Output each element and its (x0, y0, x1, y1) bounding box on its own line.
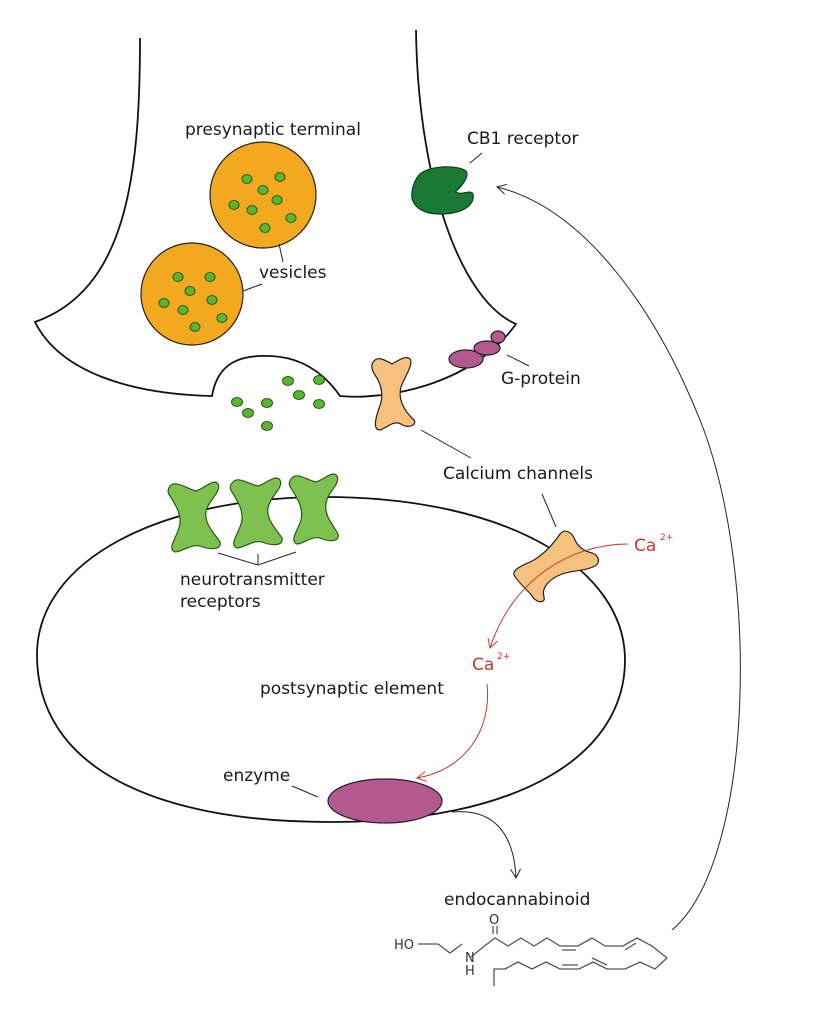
vesicle-contents (158, 272, 228, 332)
arrow-calcium-to-enzyme (415, 683, 489, 782)
vesicle-contents (228, 172, 297, 233)
label-postsynaptic-element: postsynaptic element (260, 679, 444, 699)
leader-vesicle-bottom (242, 283, 263, 292)
molecule-h: H (465, 964, 475, 979)
nt-receptor (229, 477, 283, 549)
released-neurotransmitters (231, 375, 325, 431)
arrow-endocannabinoid-to-cb1 (496, 183, 741, 931)
molecule-o: O (489, 913, 499, 928)
neurotransmitter-receptors (167, 473, 339, 553)
molecule-ho: HO (394, 938, 414, 953)
label-presynaptic-terminal: presynaptic terminal (185, 120, 361, 140)
label-g-protein: G-protein (501, 369, 581, 389)
nt-receptor (167, 481, 221, 553)
endocannabinoid-molecule: HO N H O (394, 913, 668, 986)
label-nt-receptors-2: receptors (180, 592, 261, 612)
molecule-double-bonds (492, 926, 637, 966)
calcium-symbol: Ca (472, 655, 494, 675)
leader-calcium-post (541, 493, 557, 528)
label-cb1-receptor: CB1 receptor (467, 129, 578, 149)
molecule-bonds (418, 937, 668, 986)
cb1-receptor (411, 166, 474, 215)
g-protein (448, 330, 506, 369)
label-calcium-channels: Calcium channels (443, 464, 593, 484)
enzyme-shape (327, 778, 443, 824)
arrow-calcium-entry (487, 543, 629, 649)
leader-gprotein (506, 354, 530, 367)
label-nt-receptors-1: neurotransmitter (180, 570, 325, 590)
leader-enzyme (291, 785, 319, 798)
postsynaptic-element-outline (36, 496, 626, 823)
vesicle-bottom (140, 242, 244, 346)
label-endocannabinoid: endocannabinoid (444, 890, 590, 910)
presynaptic-terminal-outline (33, 29, 518, 398)
leader-cb1 (469, 152, 483, 164)
label-enzyme: enzyme (223, 766, 290, 786)
molecule-n: N (465, 951, 475, 966)
vesicle-top (209, 141, 317, 249)
leader-calcium-pre (420, 429, 472, 459)
calcium-ion-inside: Ca 2+ (472, 652, 510, 675)
calcium-charge: 2+ (497, 652, 510, 662)
leader-vesicle-top (278, 243, 284, 263)
calcium-channel-postsynaptic (513, 530, 599, 603)
calcium-ion-outside: Ca 2+ (634, 533, 673, 556)
label-vesicles: vesicles (259, 263, 327, 283)
calcium-charge: 2+ (660, 533, 673, 543)
nt-receptor (288, 473, 339, 545)
arrow-enzyme-to-endocannabinoid (451, 811, 522, 880)
calcium-channel-presynaptic (371, 356, 416, 431)
nt-receptors-bracket (217, 551, 297, 566)
calcium-symbol: Ca (634, 536, 656, 556)
